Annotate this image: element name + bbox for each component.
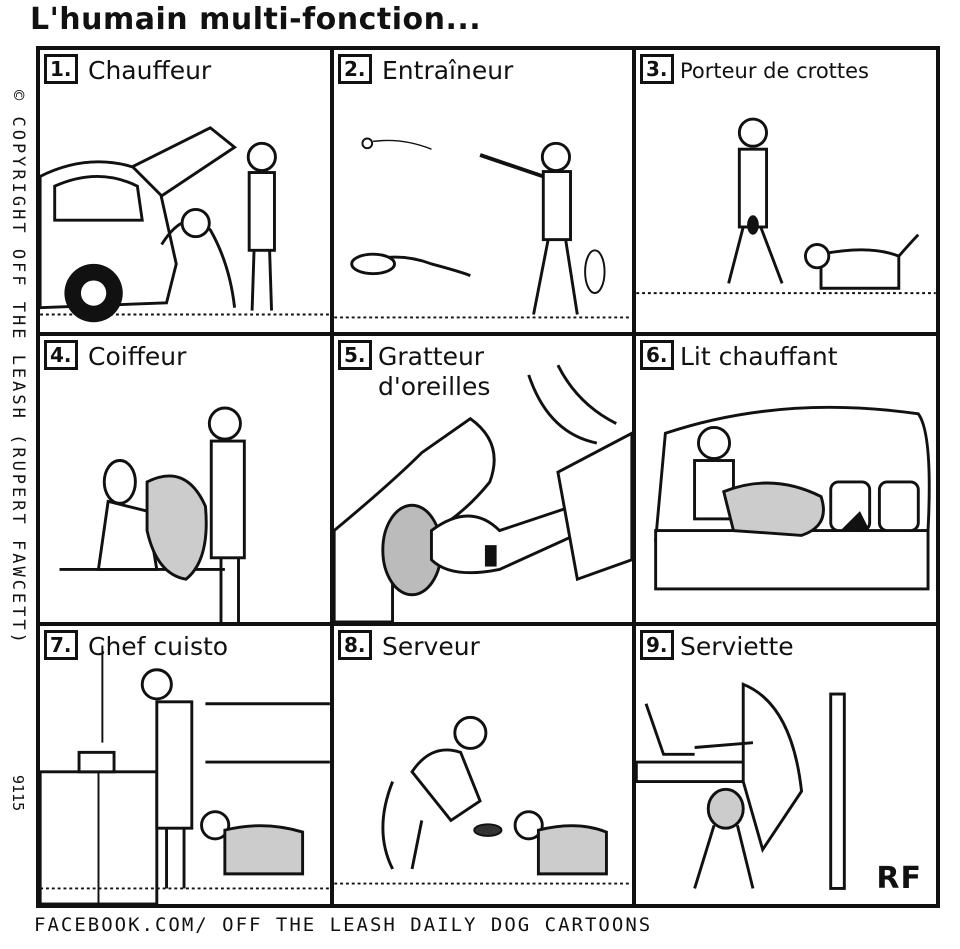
panel-number: 6. bbox=[640, 340, 674, 370]
panel-number: 8. bbox=[338, 630, 372, 660]
panel-label: Chauffeur bbox=[88, 56, 212, 85]
panel-number: 4. bbox=[44, 340, 78, 370]
panel-chauffeur: 1. Chauffeur bbox=[36, 46, 334, 336]
panel-label: Coiffeur bbox=[88, 342, 187, 371]
artist-signature: RF bbox=[876, 861, 922, 896]
panel-label: Gratteur d'oreilles bbox=[378, 342, 491, 401]
entraineur-illustration bbox=[334, 137, 632, 319]
panel-label: Serviette bbox=[680, 632, 794, 661]
chef-cuisto-illustration bbox=[40, 645, 330, 904]
panel-number: 7. bbox=[44, 630, 78, 660]
panel-porteur-de-crottes: 3. Porteur de crottes bbox=[632, 46, 940, 336]
copyright-credit: © COPYRIGHT OFF THE LEASH (RUPERT FAWCET… bbox=[8, 90, 28, 646]
panel-entraineur: 2. Entraîneur bbox=[330, 46, 636, 336]
side-credit-strip: © COPYRIGHT OFF THE LEASH (RUPERT FAWCET… bbox=[0, 40, 36, 890]
panel-serveur: 8. Serveur bbox=[330, 622, 636, 908]
panel-number: 2. bbox=[338, 54, 372, 84]
panel-lit-chauffant: 6. Lit chauffant bbox=[632, 332, 940, 626]
comic-grid: 1. Chauffeur 2. Entraîneur bbox=[36, 46, 940, 908]
footer-credit: FACEBOOK.COM/ OFF THE LEASH DAILY DOG CA… bbox=[34, 914, 653, 936]
panel-label: Porteur de crottes bbox=[680, 59, 869, 83]
serveur-illustration bbox=[334, 715, 632, 885]
panel-chef-cuisto: 7. Chef cuisto bbox=[36, 622, 334, 908]
gratteur-illustration bbox=[334, 364, 632, 622]
coiffeur-illustration bbox=[59, 406, 246, 622]
panel-number: 3. bbox=[640, 54, 674, 84]
cartoon-code: 9115 bbox=[9, 775, 27, 812]
lit-chauffant-illustration bbox=[654, 405, 931, 591]
porteur-illustration bbox=[636, 117, 936, 295]
chauffeur-illustration bbox=[40, 126, 330, 323]
panel-label: Serveur bbox=[382, 632, 480, 661]
panel-serviette: 9. Serviette RF bbox=[632, 622, 940, 908]
panel-label: Lit chauffant bbox=[680, 342, 838, 371]
serviette-illustration bbox=[636, 682, 846, 890]
panel-coiffeur: 4. Coiffeur bbox=[36, 332, 334, 626]
panel-label: Entraîneur bbox=[382, 56, 514, 85]
panel-number: 1. bbox=[44, 54, 78, 84]
panel-number: 5. bbox=[338, 340, 372, 370]
comic-title: L'humain multi-fonction... bbox=[30, 2, 482, 37]
panel-label: Chef cuisto bbox=[88, 632, 229, 661]
panel-number: 9. bbox=[640, 630, 674, 660]
panel-gratteur-doreilles: 5. Gratteur d'oreilles bbox=[330, 332, 636, 626]
